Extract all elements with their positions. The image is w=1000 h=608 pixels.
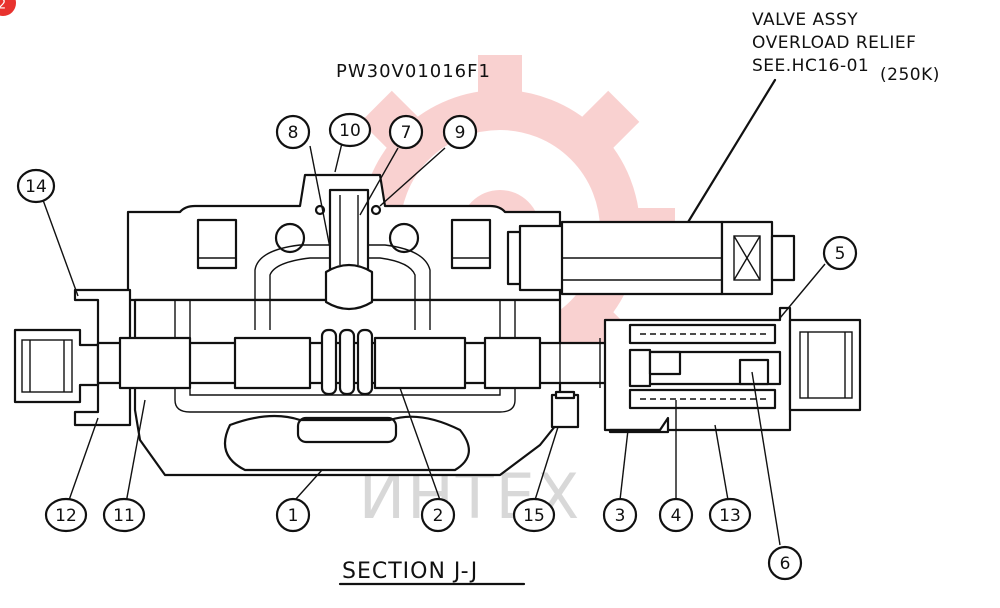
callout-line-3: SEE.HC16-01	[752, 56, 869, 76]
label-bubble-10: 10	[328, 112, 372, 148]
corner-badge: 2	[0, 0, 16, 16]
valve-body	[73, 173, 562, 477]
svg-text:5: 5	[835, 244, 846, 264]
svg-text:8: 8	[288, 123, 299, 143]
callout-line-3-suffix: (250K)	[880, 65, 940, 85]
label-bubble-7: 7	[388, 114, 424, 150]
spool	[13, 328, 612, 429]
svg-text:7: 7	[401, 123, 412, 143]
label-bubble-13: 13	[708, 497, 752, 533]
svg-text:1: 1	[288, 506, 299, 526]
label-bubble-14: 14	[16, 168, 56, 204]
callout-leader	[680, 78, 777, 234]
svg-text:11: 11	[113, 506, 135, 526]
svg-text:12: 12	[55, 506, 77, 526]
svg-text:4: 4	[671, 506, 682, 526]
overload-relief-valve	[506, 220, 796, 296]
section-title: SECTION J-J	[342, 559, 478, 584]
label-bubble-1: 1	[275, 497, 311, 533]
svg-text:9: 9	[455, 123, 466, 143]
label-bubble-9: 9	[442, 114, 478, 150]
label-bubble-12: 12	[44, 497, 88, 533]
part-number: PW30V01016F1	[336, 61, 491, 82]
label-bubble-2: 2	[420, 497, 456, 533]
svg-text:6: 6	[780, 554, 791, 574]
svg-text:14: 14	[25, 177, 47, 197]
callout-line-1: VALVE ASSY	[752, 10, 858, 30]
spring-housing	[603, 306, 862, 434]
leader-lines	[42, 142, 826, 546]
label-bubble-8: 8	[275, 114, 311, 150]
label-bubble-11: 11	[102, 497, 146, 533]
callout-line-2: OVERLOAD RELIEF	[752, 33, 916, 53]
label-bubble-5: 5	[822, 235, 858, 271]
label-bubble-15: 15	[512, 497, 556, 533]
svg-text:10: 10	[339, 121, 361, 141]
label-bubble-3: 3	[602, 497, 638, 533]
label-bubble-6: 6	[767, 545, 803, 581]
svg-text:2: 2	[0, 0, 6, 13]
svg-text:13: 13	[719, 506, 741, 526]
svg-text:15: 15	[523, 506, 545, 526]
svg-text:3: 3	[615, 506, 626, 526]
label-bubble-4: 4	[658, 497, 694, 533]
svg-text:2: 2	[433, 506, 444, 526]
